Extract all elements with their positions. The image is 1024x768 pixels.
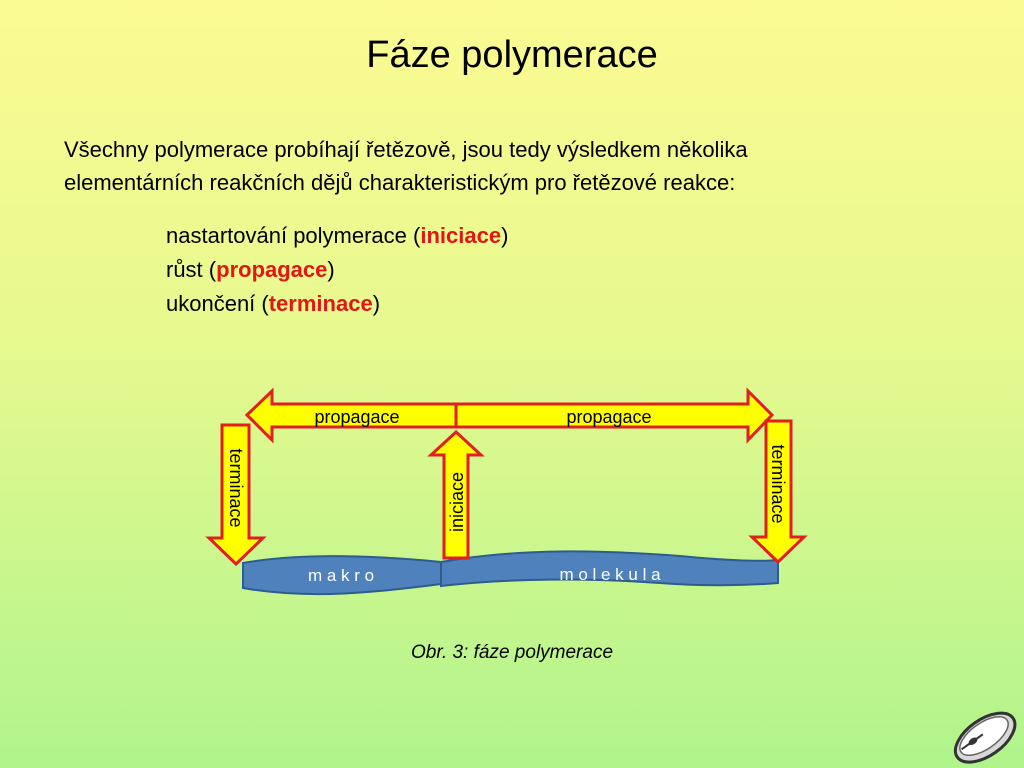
- terminace-arrow-right: [748, 419, 808, 565]
- phase-suffix: ): [372, 291, 381, 316]
- phase-item-terminace: ukončení (terminace): [166, 287, 508, 321]
- propagace-arrow-right: [454, 387, 775, 444]
- molecule-molekula-shape: [440, 550, 779, 588]
- terminace-arrow-left: [205, 423, 267, 567]
- intro-text: Všechny polymerace probíhají řetězově, j…: [64, 133, 964, 199]
- terminace-label-left: terminace: [226, 448, 246, 527]
- iniciace-label: iniciace: [447, 472, 467, 532]
- propagace-label-right: propagace: [566, 407, 651, 427]
- phase-suffix: ): [327, 257, 335, 282]
- iniciace-arrow: [427, 429, 485, 560]
- phase-item-propagace: růst (propagace): [166, 253, 508, 287]
- makro-label: m a k r o: [308, 566, 374, 585]
- terminace-label-right: terminace: [768, 444, 788, 523]
- phase-term: iniciace: [420, 223, 502, 248]
- phase-list: nastartování polymerace (iniciace) růst …: [166, 219, 508, 321]
- phase-prefix: nastartování polymerace (: [166, 223, 421, 248]
- slide-title: Fáze polymerace: [366, 34, 658, 76]
- molekula-label: m o l e k u l a: [559, 565, 661, 584]
- phase-prefix: ukončení (: [166, 291, 269, 316]
- phase-prefix: růst (: [166, 257, 217, 282]
- intro-line-2: elementárních reakčních dějů charakteris…: [64, 170, 736, 195]
- mouse-icon[interactable]: [944, 704, 1024, 768]
- phase-term: terminace: [268, 291, 373, 316]
- intro-line-1: Všechny polymerace probíhají řetězově, j…: [64, 137, 748, 162]
- phase-item-iniciace: nastartování polymerace (iniciace): [166, 219, 508, 253]
- phase-term: propagace: [216, 257, 328, 282]
- figure-caption: Obr. 3: fáze polymerace: [410, 642, 614, 663]
- propagace-label-left: propagace: [314, 407, 399, 427]
- phase-suffix: ): [501, 223, 509, 248]
